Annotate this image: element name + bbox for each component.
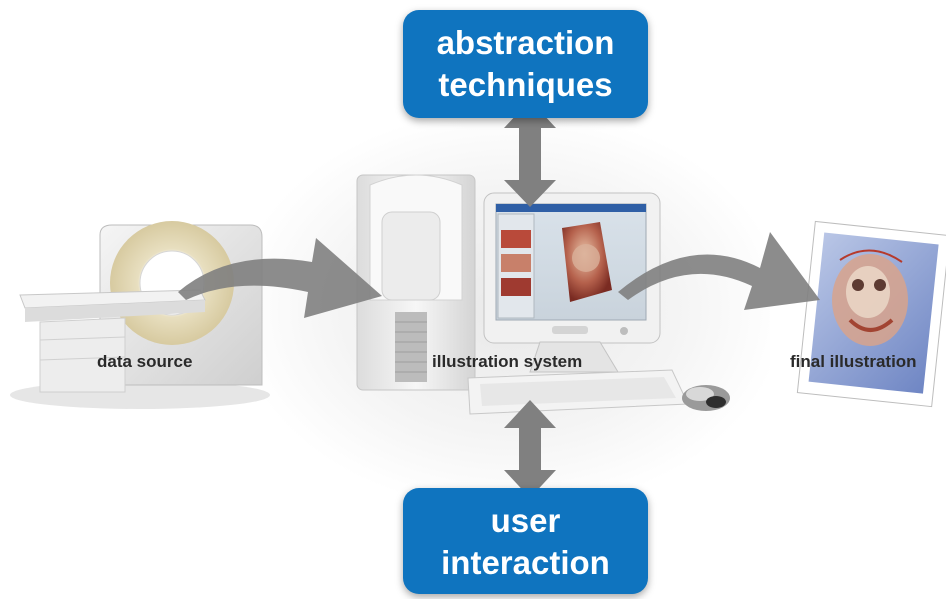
data-source-label: data source	[97, 352, 193, 371]
double-arrow-top	[504, 100, 556, 207]
computer-tower-image	[356, 174, 476, 391]
abstraction-techniques-line1: abstraction	[436, 24, 615, 61]
user-interaction-line2: interaction	[441, 544, 610, 581]
mouse-image	[682, 385, 730, 411]
abstraction-techniques-box: abstraction techniques	[403, 10, 648, 118]
illustration-system-label: illustration system	[432, 352, 583, 371]
monitor-image	[483, 192, 661, 373]
ct-scanner-image	[10, 221, 270, 409]
arrow-system-to-final	[618, 232, 820, 310]
double-arrow-bottom	[504, 400, 556, 498]
final-illustration-label: final illustration	[790, 352, 917, 371]
arrow-source-to-system	[178, 238, 382, 318]
user-interaction-line1: user	[490, 502, 561, 539]
final-illustration-image	[796, 220, 946, 408]
user-interaction-box: user interaction	[403, 488, 648, 594]
keyboard-image	[467, 369, 689, 415]
abstraction-techniques-line2: techniques	[438, 66, 613, 103]
